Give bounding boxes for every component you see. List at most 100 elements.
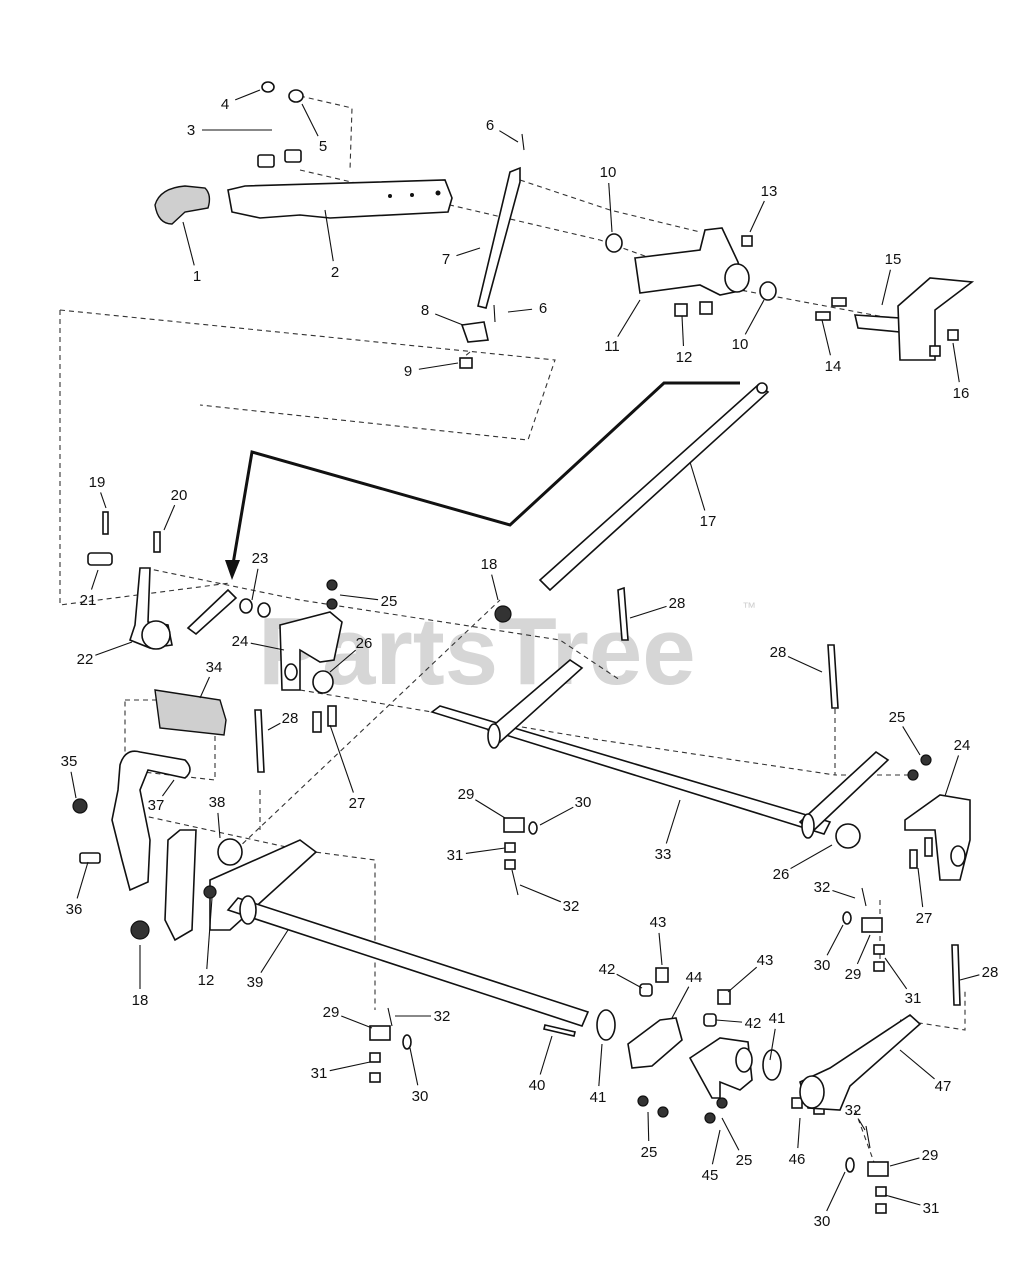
part-25-nuts-a	[326, 579, 338, 610]
callout-leader-c32b	[832, 889, 856, 899]
callout-number-c13: 13	[761, 183, 778, 200]
callout-number-c5: 5	[319, 138, 327, 155]
part-16-nuts	[929, 329, 959, 357]
part-28-pin-b	[827, 644, 839, 709]
callout-leader-c12a	[681, 315, 685, 347]
callout-leader-c31a	[465, 847, 506, 855]
callout-number-c43b: 43	[757, 952, 774, 969]
callout-number-c30c: 30	[412, 1088, 429, 1105]
callout-number-c6b: 6	[539, 300, 547, 317]
callout-leader-c1	[182, 221, 195, 266]
callout-number-c42b: 42	[745, 1015, 762, 1032]
part-47-pivot-arm	[799, 1013, 922, 1111]
callout-leader-c39	[260, 929, 289, 974]
callout-number-c46: 46	[789, 1151, 806, 1168]
part-29-block-c	[369, 1025, 391, 1041]
part-10-bushing-b	[759, 281, 777, 301]
part-18-nut-bottom	[130, 920, 150, 940]
callout-number-c24a: 24	[232, 633, 249, 650]
callout-number-c39: 39	[247, 974, 264, 991]
callout-leader-c28b	[787, 656, 823, 673]
part-30-spring-a	[528, 821, 538, 835]
callout-number-c9: 9	[404, 363, 412, 380]
part-5-washer	[288, 89, 304, 103]
callout-leader-c10a	[608, 182, 613, 233]
callout-number-c32c: 32	[434, 1008, 451, 1025]
callout-number-c29c: 29	[323, 1004, 340, 1021]
part-40-key	[543, 1024, 576, 1037]
callout-number-c43a: 43	[650, 914, 667, 931]
part-36-bolt	[79, 852, 101, 864]
callout-number-c25a: 25	[381, 593, 398, 610]
callout-leader-c44	[671, 986, 690, 1019]
part-25-nuts-c	[637, 1095, 669, 1118]
callout-number-c32d: 32	[845, 1102, 862, 1119]
part-7-rod	[477, 166, 521, 309]
callout-number-c25b: 25	[889, 709, 906, 726]
part-24-bracket-left	[279, 611, 343, 691]
callout-number-c19: 19	[89, 474, 106, 491]
callout-number-c7: 7	[442, 251, 450, 268]
callout-leader-c41a	[598, 1043, 603, 1087]
part-14-bolts	[815, 297, 847, 321]
part-8-swivel	[460, 321, 489, 343]
part-25-nuts-b	[907, 754, 932, 781]
part-13-nut	[741, 235, 753, 247]
part-23-pin-washers	[186, 588, 271, 636]
callout-number-c38: 38	[209, 794, 226, 811]
callout-number-c29b: 29	[845, 966, 862, 983]
callout-leader-c6b	[507, 308, 533, 313]
callout-number-c3: 3	[187, 122, 195, 139]
part-9-nut	[459, 357, 473, 369]
callout-leader-c9	[418, 362, 459, 370]
callout-number-c28a: 28	[669, 595, 686, 612]
callout-number-c4: 4	[221, 96, 229, 113]
callout-leader-c11	[617, 299, 641, 337]
part-11-pivot-bracket	[634, 227, 750, 296]
part-27-bolts-left	[312, 705, 337, 733]
callout-number-c12b: 12	[198, 972, 215, 989]
callout-leader-c22	[95, 641, 133, 656]
callout-number-c15: 15	[885, 251, 902, 268]
part-37-lever	[111, 750, 191, 892]
callout-number-c28c: 28	[282, 710, 299, 727]
callout-leader-c31d	[884, 1194, 921, 1206]
callout-leader-c35	[70, 771, 77, 799]
callout-leader-c24a	[250, 642, 285, 651]
callout-leader-c26a	[329, 649, 356, 673]
callout-number-c2: 2	[331, 264, 339, 281]
part-33-cross-shaft	[430, 658, 890, 839]
part-32-clip-c	[387, 1007, 393, 1027]
callout-number-c27a: 27	[349, 795, 366, 812]
callout-leader-c30b	[826, 924, 844, 956]
part-30-spring-d	[845, 1157, 855, 1173]
part-17-long-rod	[538, 382, 770, 592]
callout-number-c10a: 10	[600, 164, 617, 181]
part-1-knob	[154, 185, 211, 225]
callout-leader-c40	[539, 1035, 553, 1075]
callout-leader-c14	[821, 319, 831, 356]
callout-leader-c31c	[329, 1061, 371, 1072]
callout-leader-c43a	[658, 932, 663, 966]
part-10-bushing-a	[605, 233, 623, 253]
callout-leader-c29d	[889, 1157, 920, 1167]
callout-leader-c33	[665, 799, 681, 844]
part-41-bushing-right	[762, 1049, 782, 1081]
callout-number-c34: 34	[206, 659, 223, 676]
callout-leader-c15	[881, 269, 891, 306]
callout-leader-c6a	[499, 130, 519, 143]
callout-leader-c25d	[721, 1117, 740, 1151]
part-29-block-b	[861, 917, 883, 933]
callout-number-c42a: 42	[599, 961, 616, 978]
part-43-bolt-a	[655, 967, 669, 983]
callout-number-c32a: 32	[563, 898, 580, 915]
part-41-bushing-left	[596, 1009, 616, 1041]
callout-leader-c29b	[856, 934, 871, 965]
callout-leader-c29c	[341, 1015, 373, 1029]
callout-number-c23: 23	[252, 550, 269, 567]
part-38-bushing	[217, 838, 243, 866]
callout-number-c30b: 30	[814, 957, 831, 974]
callout-number-c12a: 12	[676, 349, 693, 366]
part-34-pedal-pad	[154, 689, 227, 736]
